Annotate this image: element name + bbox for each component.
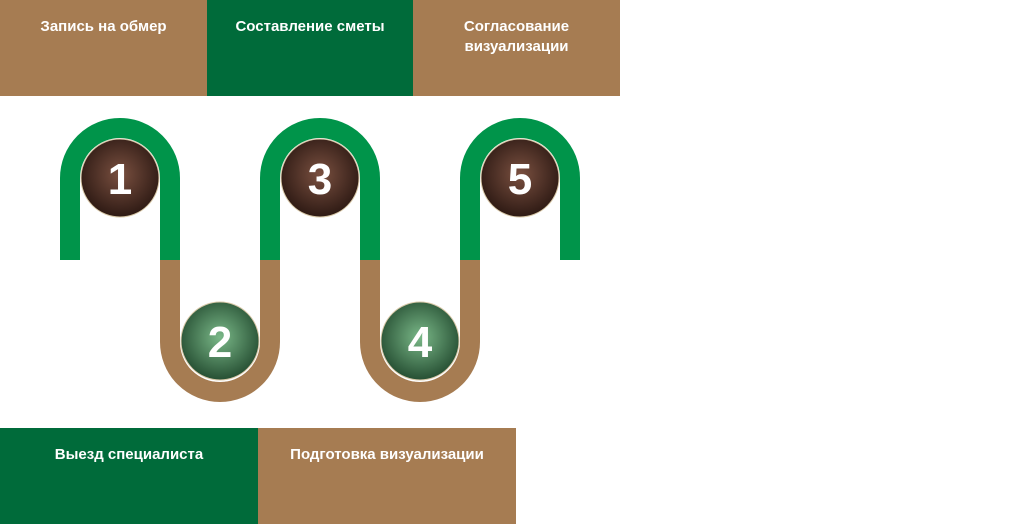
step-number: 1 — [108, 155, 132, 204]
step-5-label: Согласование визуализации — [463, 18, 570, 55]
step-marker-circle — [180, 301, 260, 381]
step-5-box: Согласование визуализации — [413, 0, 620, 96]
step-4-box: Подготовка визуализации — [258, 428, 516, 524]
step-1-label: Запись на обмер — [40, 18, 167, 35]
step-4-label: Подготовка визуализации — [290, 446, 484, 463]
step-1-box: Запись на обмер — [0, 0, 207, 96]
step-number: 3 — [308, 155, 332, 204]
step-3-label: Составление сметы — [235, 18, 385, 35]
step-number: 4 — [408, 318, 433, 367]
step-number: 5 — [508, 155, 532, 204]
step-3-box: Составление сметы — [207, 0, 413, 96]
brown-arch — [160, 260, 280, 402]
green-arch — [260, 118, 380, 260]
step-marker-circle — [280, 138, 360, 218]
brown-arch — [360, 260, 480, 402]
green-arch — [460, 118, 580, 260]
step-marker-circle — [80, 138, 160, 218]
step-2-box: Выезд специалиста — [0, 428, 258, 524]
step-marker-circle — [480, 138, 560, 218]
step-2-label: Выезд специалиста — [54, 446, 204, 463]
green-arch — [60, 118, 180, 260]
step-marker-circle — [380, 301, 460, 381]
step-number: 2 — [208, 318, 232, 367]
